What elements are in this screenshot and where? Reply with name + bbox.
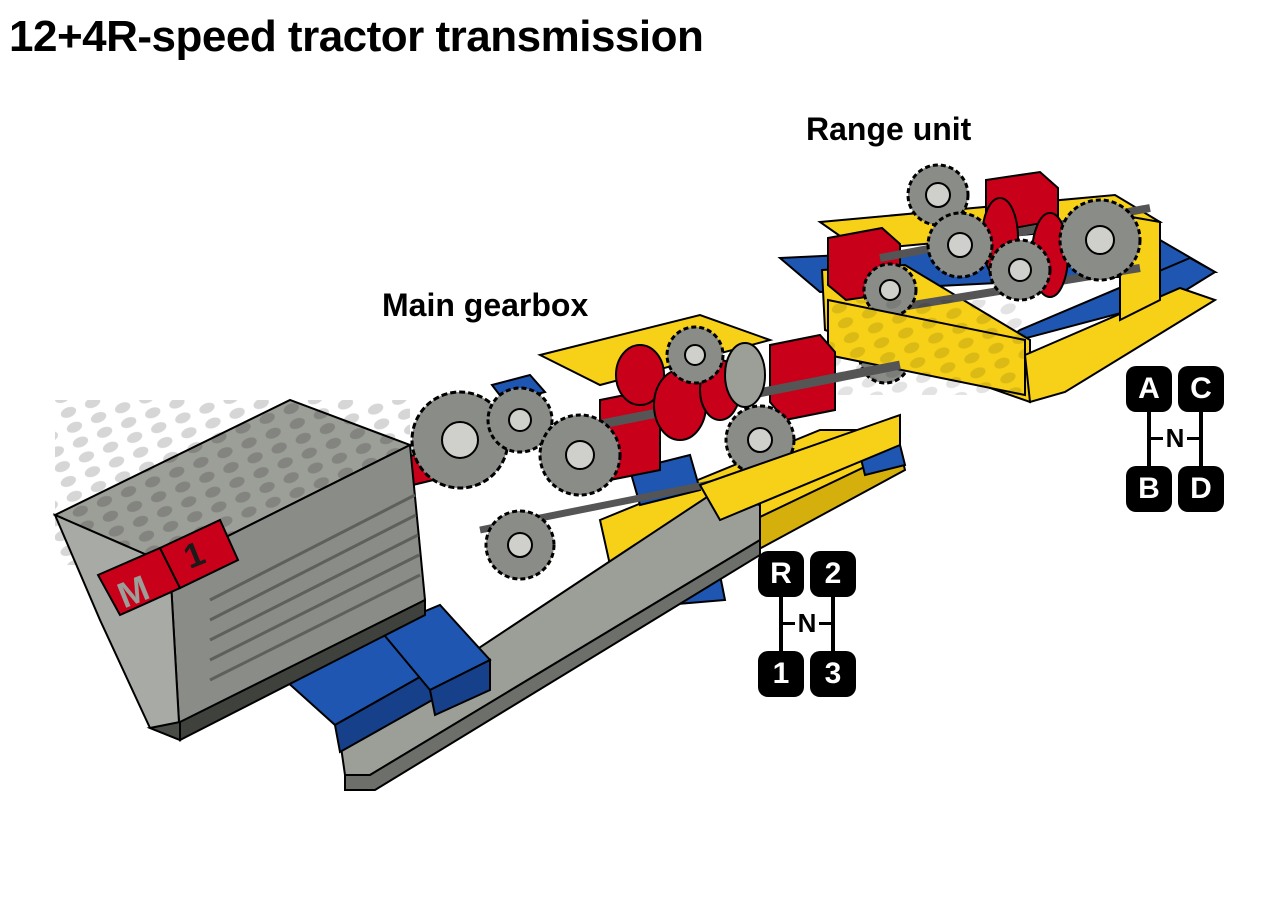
main-gear-2: 2 (810, 551, 856, 597)
main-neutral: N (795, 607, 819, 639)
gate-line (1187, 437, 1201, 440)
main-gearbox-label: Main gearbox (382, 287, 589, 323)
motor-tile-1 (158, 518, 240, 590)
range-gear-b: B (1126, 466, 1172, 512)
motor-m: M 1 (52, 398, 427, 742)
main-gear-r: R (758, 551, 804, 597)
gate-line (819, 622, 833, 625)
range-shift-pattern: A C N B D (1122, 362, 1232, 512)
range-neutral: N (1163, 422, 1187, 454)
gate-line (1149, 437, 1163, 440)
gate-line (1199, 412, 1203, 466)
page-title: 12+4R-speed tractor transmission (9, 12, 704, 61)
range-gear-c: C (1178, 366, 1224, 412)
gate-line (831, 597, 835, 651)
range-unit (777, 163, 1219, 404)
main-shift-pattern: R 2 N 1 3 (754, 547, 864, 697)
range-gear-d: D (1178, 466, 1224, 512)
main-gear-3: 3 (810, 651, 856, 697)
main-gear-1: 1 (758, 651, 804, 697)
gate-line (781, 622, 795, 625)
range-unit-label: Range unit (806, 111, 972, 147)
range-gear-a: A (1126, 366, 1172, 412)
